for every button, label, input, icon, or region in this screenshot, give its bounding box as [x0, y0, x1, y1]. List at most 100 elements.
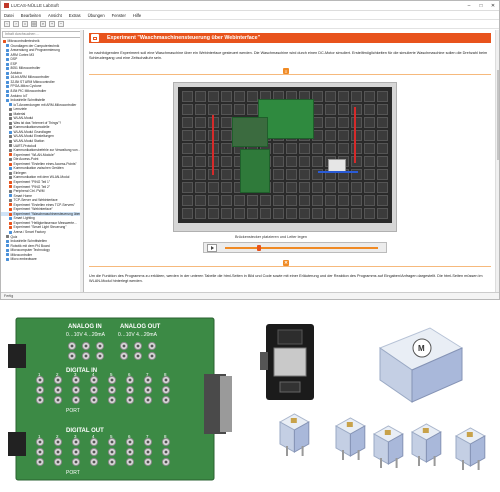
- tree-item[interactable]: Was ist das "Internet of Things"?: [1, 121, 83, 126]
- tree-item[interactable]: ESP: [1, 62, 83, 67]
- back-icon[interactable]: ‹: [4, 21, 10, 27]
- tree-item[interactable]: Kommunikationsbefehle zur Verwaltung von…: [1, 148, 83, 153]
- search-input[interactable]: Inhalt durchsuchen ...: [2, 31, 82, 38]
- tree-item[interactable]: Lernziele: [1, 107, 83, 112]
- tree-item[interactable]: 16-bit ARM Mikrocontroller: [1, 75, 83, 80]
- tree-item[interactable]: Peripheral Ctrl. PWM: [1, 189, 83, 194]
- slider-handle[interactable]: [257, 244, 262, 251]
- tree-item[interactable]: IoT-Anwendungen mit ARM-Mikrocontroller: [1, 103, 83, 108]
- menu-item[interactable]: Extras: [68, 12, 81, 18]
- tree-item[interactable]: Smart Lighting: [1, 216, 83, 221]
- tree-item[interactable]: WLAN-Modul Grundlagen: [1, 130, 83, 135]
- socket-cell: [233, 103, 246, 116]
- content-pane: Experiment "Waschmaschinensteuerung über…: [85, 30, 495, 294]
- tree-item[interactable]: Einlegen: [1, 171, 83, 176]
- menu-item[interactable]: Ansicht: [48, 12, 62, 18]
- tree-node-icon: [6, 253, 9, 257]
- tree-item[interactable]: Experiment "Waschmaschinensteuerung über…: [1, 211, 83, 217]
- tree-item-label: Robotik mit dem Pi4 Board: [10, 243, 50, 248]
- tree-item[interactable]: Quiz: [1, 235, 83, 240]
- scroll-thumb[interactable]: [497, 70, 499, 160]
- tree-item[interactable]: Kommunikationsmodelle: [1, 125, 83, 130]
- tree-item[interactable]: 8051 Mikrocontroller: [1, 66, 83, 71]
- forward-icon[interactable]: ›: [13, 21, 19, 27]
- tree-item[interactable]: Micro embedware: [1, 257, 83, 262]
- tree-item[interactable]: Die Access-Point: [1, 157, 83, 162]
- circuit-simulation[interactable]: [173, 82, 397, 232]
- socket-cell: [363, 181, 376, 194]
- tree-item[interactable]: DSP: [1, 57, 83, 62]
- tree-item[interactable]: Arduino IoT: [1, 94, 83, 99]
- tree-node-icon: [9, 198, 12, 202]
- tree-item[interactable]: TCP-Server und Webinterface: [1, 198, 83, 203]
- title-bar: LUCAS-NÜLLE LabSoft – □ ✕: [1, 1, 499, 11]
- maximize-button[interactable]: □: [479, 2, 483, 9]
- sidebar-scrollbar[interactable]: [80, 30, 83, 294]
- tree-item[interactable]: Mikrocontrollertechnik: [1, 39, 83, 44]
- tree-item[interactable]: Smart Home: [1, 194, 83, 199]
- content-scrollbar[interactable]: [495, 30, 499, 294]
- socket-cell: [350, 103, 363, 116]
- tree-item[interactable]: UART-Protokoll: [1, 144, 83, 149]
- zoom-in-icon[interactable]: +: [49, 21, 55, 27]
- tree-item[interactable]: Mikrocontroller: [1, 253, 83, 258]
- tree-item[interactable]: 32-Bit ST ARM Mikrocontroller: [1, 80, 83, 85]
- socket-cell: [376, 142, 388, 155]
- io-board[interactable]: [240, 149, 270, 193]
- tree-item[interactable]: WLAN-Modul Einstellungen: [1, 134, 83, 139]
- socket-cell: [285, 142, 298, 155]
- print-icon[interactable]: ▤: [31, 21, 37, 27]
- tree-item[interactable]: Kommunikation zwischen Geräten: [1, 166, 83, 171]
- tree-item[interactable]: Anwendung und Programmierung: [1, 48, 83, 53]
- tree-item[interactable]: Industrielle Schnittstelle: [1, 98, 83, 103]
- tree-item-label: Experiment "PING Teil 2": [13, 184, 51, 189]
- menu-item[interactable]: Datei: [4, 12, 14, 18]
- socket-cell: [182, 168, 194, 181]
- tree-item[interactable]: Experiment "Smart Light Steuerung": [1, 225, 83, 230]
- tree-item[interactable]: Experiment "Webinterface": [1, 207, 83, 212]
- minimize-button[interactable]: –: [467, 2, 471, 9]
- tree-item[interactable]: Material: [1, 112, 83, 117]
- menu-item[interactable]: Bearbeiten: [20, 12, 42, 18]
- tree-node-icon: [9, 180, 12, 184]
- tree-item[interactable]: FPGA-Mikro Cyclone: [1, 84, 83, 89]
- tree-item[interactable]: Industrielle Schnittstellen: [1, 239, 83, 244]
- port-label-2: PORT: [66, 470, 80, 476]
- menu-item[interactable]: Übungen: [87, 12, 105, 18]
- socket-cell: [298, 207, 311, 219]
- tree-item[interactable]: Robotik mit dem Pi4 Board: [1, 244, 83, 249]
- tree-item-label: Kommunikationsbefehle zur Verwaltung von…: [13, 148, 82, 153]
- tree-item[interactable]: WLAN-Modul: [1, 116, 83, 121]
- tree-item[interactable]: Experiment "Erstellen eines Access-Point…: [1, 162, 83, 167]
- tree-item[interactable]: Experiment "WLAN-Module": [1, 153, 83, 158]
- tree-node-icon: [9, 112, 12, 116]
- tree-item[interactable]: Kommunikation mit dem WLAN-Modul: [1, 175, 83, 180]
- tree-item[interactable]: ARM Cortex M3: [1, 53, 83, 58]
- tree-item[interactable]: Experiment "PING Teil 1": [1, 180, 83, 185]
- close-button[interactable]: ✕: [490, 2, 496, 9]
- tree-item[interactable]: Microcomputer Technology: [1, 248, 83, 253]
- tree-item-label: 32-Bit ST ARM Mikrocontroller: [10, 79, 55, 84]
- tree-item[interactable]: Arena / Smart Factory: [1, 230, 83, 235]
- play-button[interactable]: [207, 243, 217, 252]
- socket-cell: [376, 155, 388, 168]
- bit-label: 4: [92, 372, 95, 377]
- tree-item[interactable]: Experiment "Erstellen eines TCP-Servers": [1, 203, 83, 208]
- search-icon[interactable]: ⌕: [40, 21, 46, 27]
- microcontroller-board[interactable]: [232, 117, 268, 147]
- socket-cell: [337, 129, 350, 142]
- socket-cell: [337, 103, 350, 116]
- tree-item[interactable]: Experiment "PING Teil 2": [1, 185, 83, 190]
- menu-item[interactable]: Fenster: [111, 12, 126, 18]
- tree-item[interactable]: Experiment "Helligkeitssensor Messwerte.…: [1, 221, 83, 226]
- progress-slider[interactable]: [225, 244, 378, 251]
- tree-item[interactable]: 8-Bit PIC Mikrocontroller: [1, 89, 83, 94]
- socket-cell: [324, 142, 337, 155]
- home-icon[interactable]: ⌂: [22, 21, 28, 27]
- zoom-out-icon[interactable]: −: [58, 21, 64, 27]
- tree-item[interactable]: Arduino: [1, 71, 83, 76]
- tree-item[interactable]: WLAN-Modul Station: [1, 139, 83, 144]
- tree-item[interactable]: Grundlagen der Computertechnik: [1, 44, 83, 49]
- menu-item[interactable]: Hilfe: [132, 12, 142, 18]
- socket-cell: [363, 194, 376, 207]
